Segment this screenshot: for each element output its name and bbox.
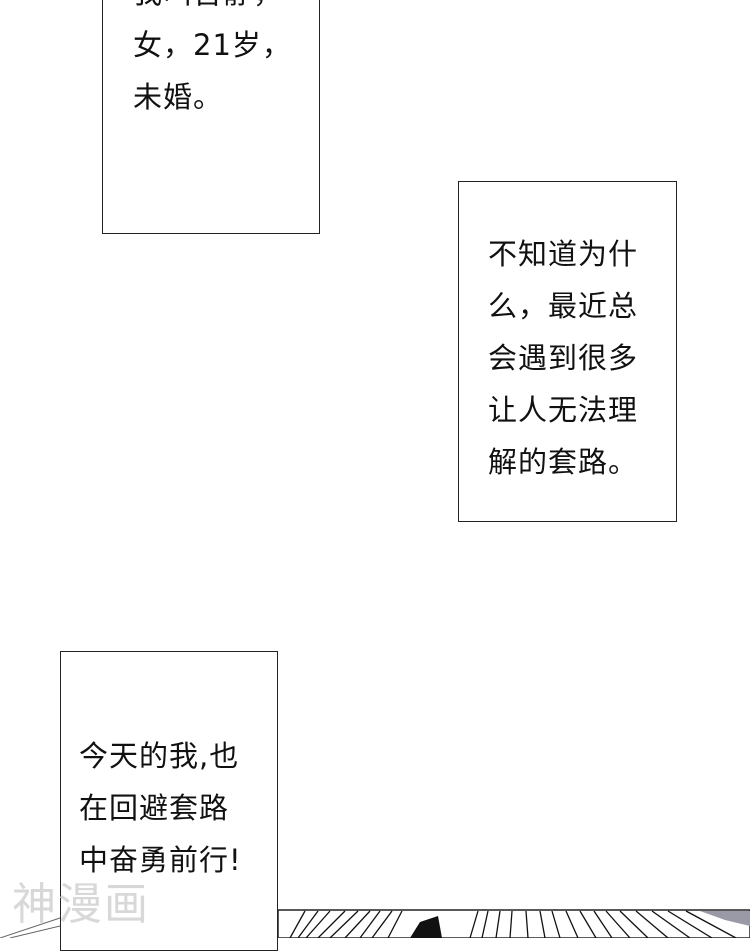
speed-lines-panel-edge <box>0 909 750 938</box>
caption-text-intro: 我叫吉静， 女，21岁， 未婚。 <box>133 0 292 114</box>
caption-box-intro: 我叫吉静， 女，21岁， 未婚。 <box>102 0 320 234</box>
caption-box-confusion: 不知道为什 么，最近总 会遇到很多 让人无法理 解的套路。 <box>458 181 677 522</box>
watermark-logo: 神漫画 <box>12 879 150 930</box>
caption-text-today: 今天的我,也 在回避套路 中奋勇前行! <box>79 739 242 877</box>
caption-box-today: 今天的我,也 在回避套路 中奋勇前行! <box>60 651 278 951</box>
caption-text-confusion: 不知道为什 么，最近总 会遇到很多 让人无法理 解的套路。 <box>488 237 639 479</box>
